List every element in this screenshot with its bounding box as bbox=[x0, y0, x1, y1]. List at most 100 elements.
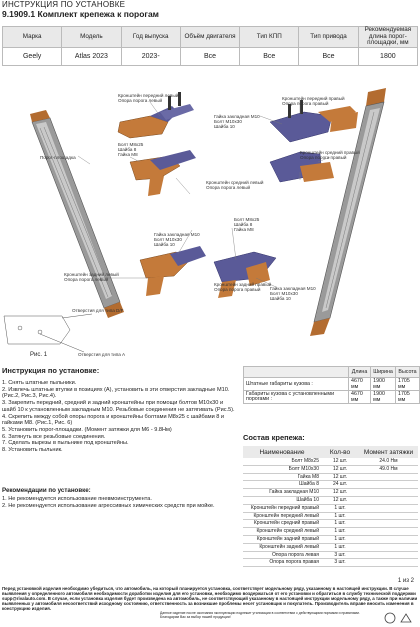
comp-item-qty: 24 шт. bbox=[321, 480, 359, 490]
left-step-platform bbox=[30, 110, 124, 318]
dims-col-width: Ширина bbox=[370, 366, 397, 378]
recommendation-item: 2. Не рекомендуется использование агресс… bbox=[2, 502, 215, 509]
composition-title: Состав крепежа: bbox=[243, 433, 305, 442]
vehicle-spec-table: Марка Модель Год выпуска Объём двигателя… bbox=[1, 26, 419, 66]
eac-icon bbox=[384, 612, 396, 624]
spec-gearbox: Все bbox=[239, 46, 300, 66]
spec-year: 2023- bbox=[120, 46, 181, 66]
dims-row: Габариты кузова с установленными порогам… bbox=[243, 390, 420, 404]
comp-item-qty: 12 шт. bbox=[321, 458, 359, 466]
comp-item-torque bbox=[359, 543, 418, 552]
comp-col-qty: Кол-во bbox=[321, 446, 359, 458]
dims-col-blank bbox=[243, 366, 349, 378]
doc-title: 9.1909.1 Комплект крепежа к порогам bbox=[2, 9, 159, 19]
dims-col-height: Высота bbox=[395, 366, 420, 378]
comp-item-torque: 49.0 Нм bbox=[359, 465, 418, 474]
comp-item-qty: 1 шт. bbox=[321, 504, 359, 513]
comp-item-torque bbox=[359, 496, 418, 505]
comp-item-qty: 12 шт. bbox=[321, 465, 359, 474]
comp-item-torque bbox=[359, 473, 418, 482]
recommendation-item: 1. Не рекомендуется использование пневмо… bbox=[2, 496, 152, 502]
instruction-step: 8. Установить пыльник. bbox=[2, 447, 63, 454]
comp-item-qty: 3 шт. bbox=[321, 558, 359, 568]
comp-item-name: Болт М8х25 bbox=[243, 458, 321, 466]
dims-value: 4670 мм bbox=[347, 377, 372, 391]
comp-item-torque bbox=[359, 535, 418, 544]
comp-col-torque: Момент затяжки bbox=[359, 446, 418, 458]
spec-brand: Geely bbox=[1, 46, 63, 66]
comp-item-name: Шайба 10 bbox=[243, 496, 321, 505]
assembly-drawing bbox=[3, 88, 386, 353]
spec-engine: Все bbox=[179, 46, 241, 66]
recycle-icon bbox=[400, 613, 412, 623]
comp-item-qty: 1 шт. bbox=[321, 543, 359, 552]
comp-item-torque bbox=[359, 488, 418, 497]
comp-item-qty: 1 шт. bbox=[321, 535, 359, 544]
right-rear-bracket bbox=[213, 251, 277, 298]
label-hole-df: Отверстия для типа D/F bbox=[72, 308, 124, 313]
comp-item-qty: 12 шт. bbox=[321, 473, 359, 482]
spec-col-year: Год выпуска bbox=[120, 26, 181, 48]
instructions-list: 1. Снять штатные пыльники. 2. Извлечь шт… bbox=[2, 380, 238, 454]
comp-item-qty: 1 шт. bbox=[321, 527, 359, 536]
dims-header-row: Длина Ширина Высота bbox=[243, 366, 420, 378]
recommendations-list: 1. Не рекомендуется использование пневмо… bbox=[2, 496, 238, 509]
comp-item-torque bbox=[359, 519, 418, 529]
dims-value: 4670 мм bbox=[347, 390, 372, 404]
right-step-platform bbox=[310, 88, 386, 336]
left-middle-bracket bbox=[129, 150, 196, 196]
comp-item-torque bbox=[359, 512, 418, 521]
comp-col-name: Наименование bbox=[243, 446, 321, 458]
comp-item-torque bbox=[359, 551, 418, 560]
doc-heading: ИНСТРУКЦИЯ ПО УСТАНОВКЕ bbox=[2, 0, 126, 9]
dims-value: 1705 мм bbox=[395, 377, 420, 391]
left-front-bracket bbox=[117, 92, 194, 139]
comp-item-name: Кронштейн передний левый bbox=[243, 512, 321, 521]
spec-drive: Все bbox=[298, 46, 359, 66]
fig1-outline bbox=[3, 313, 93, 353]
spec-col-length: Рекомендуемая длина порог-площадки, мм bbox=[357, 26, 419, 48]
dims-label: Габариты кузова с установленными порогам… bbox=[243, 390, 349, 404]
instruction-step: 3. Закрепить передний, средний и задний … bbox=[2, 400, 235, 413]
comp-header-row: Наименование Кол-во Момент затяжки bbox=[243, 446, 418, 458]
spec-col-gearbox: Тип КПП bbox=[239, 26, 300, 48]
comp-item-name: Кронштейн задний левый bbox=[243, 543, 321, 552]
comp-item-qty: 1 шт. bbox=[321, 512, 359, 521]
comp-item-name: Опора порога правая bbox=[243, 558, 321, 568]
dimensions-table: Длина Ширина Высота Штатные габариты куз… bbox=[243, 366, 420, 404]
comp-item-torque bbox=[359, 504, 418, 513]
page-number: 1 из 2 bbox=[397, 578, 414, 584]
spec-col-brand: Марка bbox=[1, 26, 63, 48]
footer-notice: Перед установкой изделия необходимо убед… bbox=[2, 586, 418, 612]
instruction-step: 6. Затянуть все резьбовые соединения. bbox=[2, 433, 106, 440]
recycle-logos bbox=[384, 612, 412, 624]
dims-label: Штатные габариты кузова : bbox=[243, 377, 349, 391]
comp-item-qty: 1 шт. bbox=[321, 519, 359, 529]
left-rear-bracket bbox=[139, 246, 206, 296]
comp-item-name: Опора порога левая bbox=[243, 551, 321, 560]
footer-small: Данное изделие после окончания эксплуата… bbox=[160, 611, 360, 619]
comp-item-name: Кронштейн средний левый bbox=[243, 527, 321, 536]
instruction-step: 4. Скрепить между собой опоры порога и к… bbox=[2, 413, 225, 427]
comp-item-qty: 12 шт. bbox=[321, 488, 359, 497]
right-front-bracket bbox=[269, 100, 358, 143]
comp-item-torque bbox=[359, 480, 418, 490]
dims-row: Штатные габариты кузова : 4670 мм 1900 м… bbox=[243, 377, 420, 391]
label-platform: Порог-площадка bbox=[40, 155, 76, 160]
